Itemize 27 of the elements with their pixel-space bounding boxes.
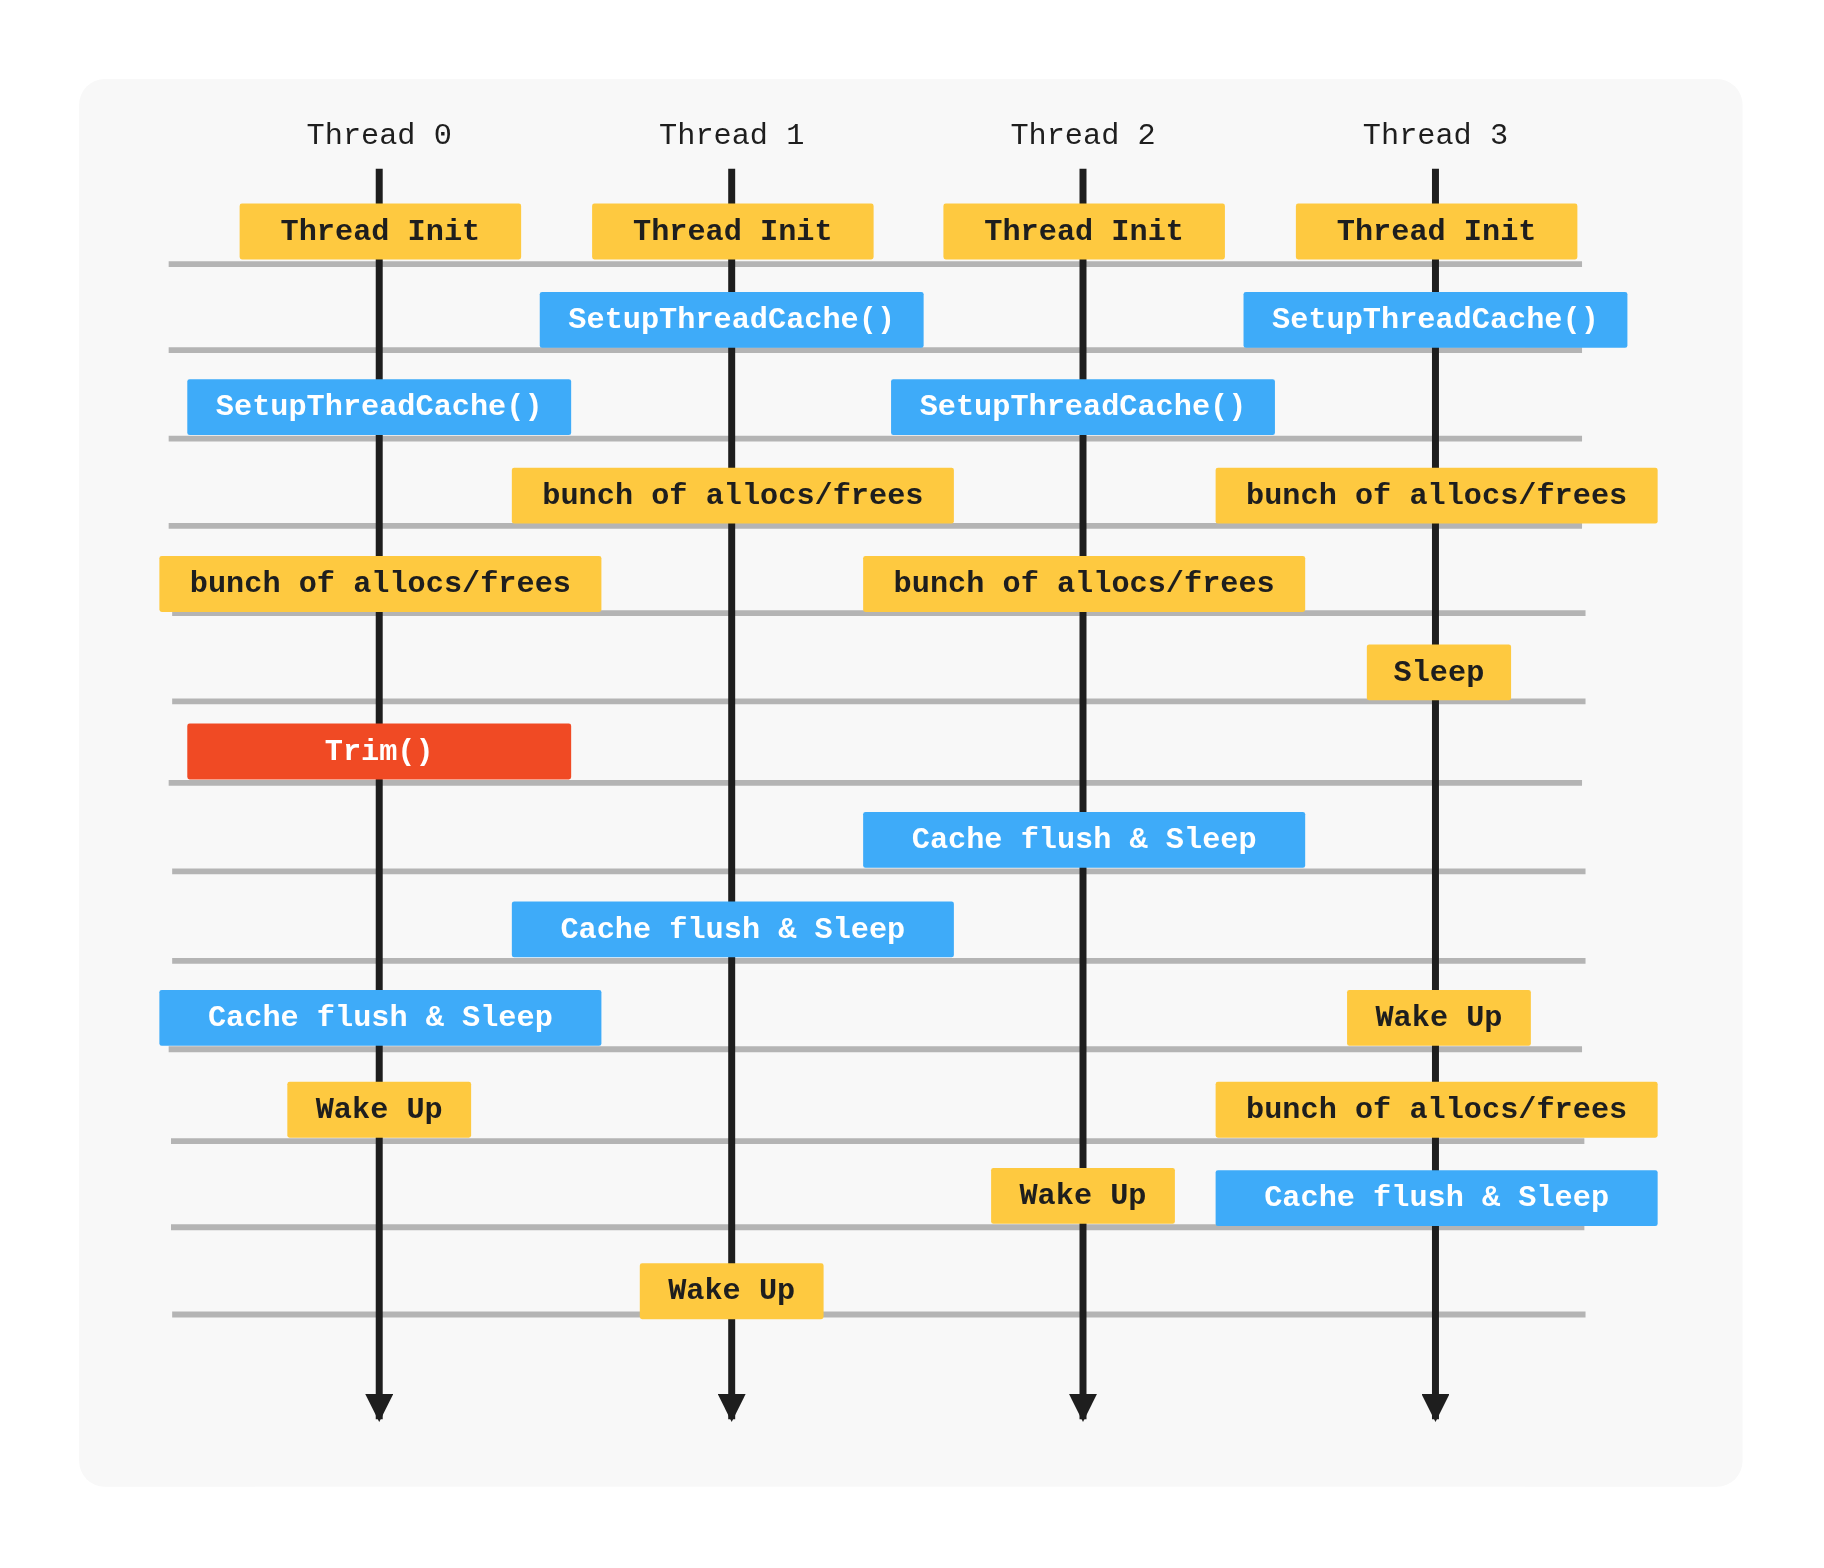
thread-label: Thread 3 <box>1362 118 1509 154</box>
event-box: Cache flush & Sleep <box>511 901 954 958</box>
event-box: SetupThreadCache() <box>187 379 572 436</box>
event-box: SetupThreadCache() <box>1243 292 1628 348</box>
event-box: SetupThreadCache() <box>539 292 924 348</box>
event-box: bunch of allocs/frees <box>1215 1081 1658 1138</box>
event-box: Cache flush & Sleep <box>863 811 1306 868</box>
trim-box: Trim() <box>187 723 572 780</box>
event-box: Wake Up <box>287 1081 472 1138</box>
event-box: bunch of allocs/frees <box>863 556 1306 612</box>
event-box: Wake Up <box>1347 989 1531 1046</box>
event-box: bunch of allocs/frees <box>1215 467 1658 524</box>
event-box: Thread Init <box>592 203 874 260</box>
event-box: SetupThreadCache() <box>891 379 1275 436</box>
event-box: bunch of allocs/frees <box>511 467 954 524</box>
event-box: Wake Up <box>639 1263 824 1320</box>
event-box: Thread Init <box>943 203 1225 260</box>
thread-label: Thread 1 <box>659 118 805 154</box>
thread-label: Thread 0 <box>306 118 452 154</box>
event-box: bunch of allocs/frees <box>159 556 602 612</box>
event-box: Wake Up <box>991 1167 1175 1224</box>
event-box: Sleep <box>1366 644 1512 701</box>
event-box: Cache flush & Sleep <box>159 989 602 1046</box>
thread-label: Thread 2 <box>1010 118 1156 154</box>
event-box: Thread Init <box>1295 203 1578 260</box>
event-box: Cache flush & Sleep <box>1215 1170 1658 1227</box>
event-box: Thread Init <box>239 203 522 260</box>
